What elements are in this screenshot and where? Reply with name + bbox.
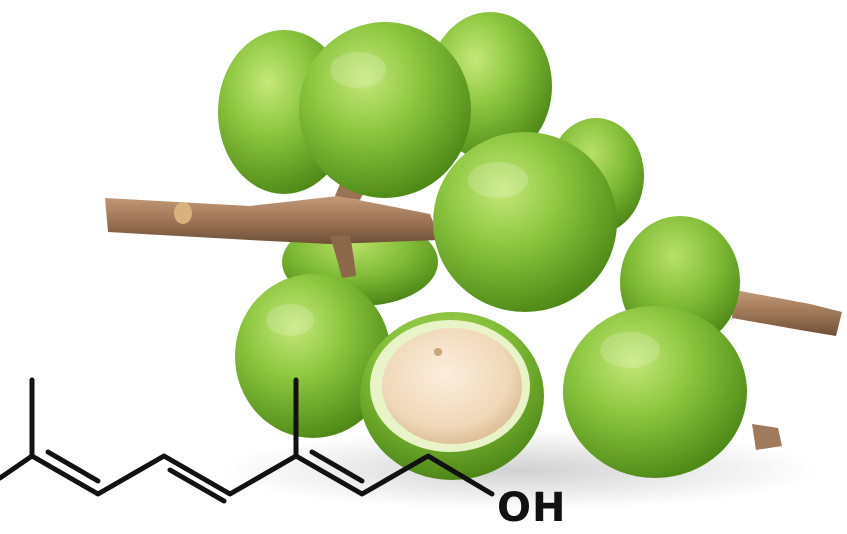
nut-center-right bbox=[433, 132, 617, 312]
branch-node bbox=[174, 202, 192, 224]
middle-nuts bbox=[299, 22, 740, 348]
kernel-spot bbox=[434, 348, 442, 356]
skeletal-formula bbox=[0, 377, 495, 504]
branch-right bbox=[732, 290, 842, 336]
open-nut-kernel bbox=[382, 328, 522, 444]
nut-stub bbox=[752, 424, 782, 450]
highlights bbox=[266, 52, 660, 368]
double-bond-2 bbox=[167, 467, 227, 504]
front-nuts bbox=[235, 274, 782, 480]
double-bond-3 bbox=[309, 449, 365, 484]
nut-top-center bbox=[299, 22, 471, 198]
branch-left bbox=[105, 196, 440, 244]
nut-front-right bbox=[563, 306, 747, 478]
double-bond-1 bbox=[45, 449, 101, 484]
main-chain bbox=[0, 453, 495, 497]
nut-front-left bbox=[235, 274, 391, 438]
hydroxyl-label: OH bbox=[497, 485, 567, 531]
branch-stem bbox=[330, 236, 356, 278]
